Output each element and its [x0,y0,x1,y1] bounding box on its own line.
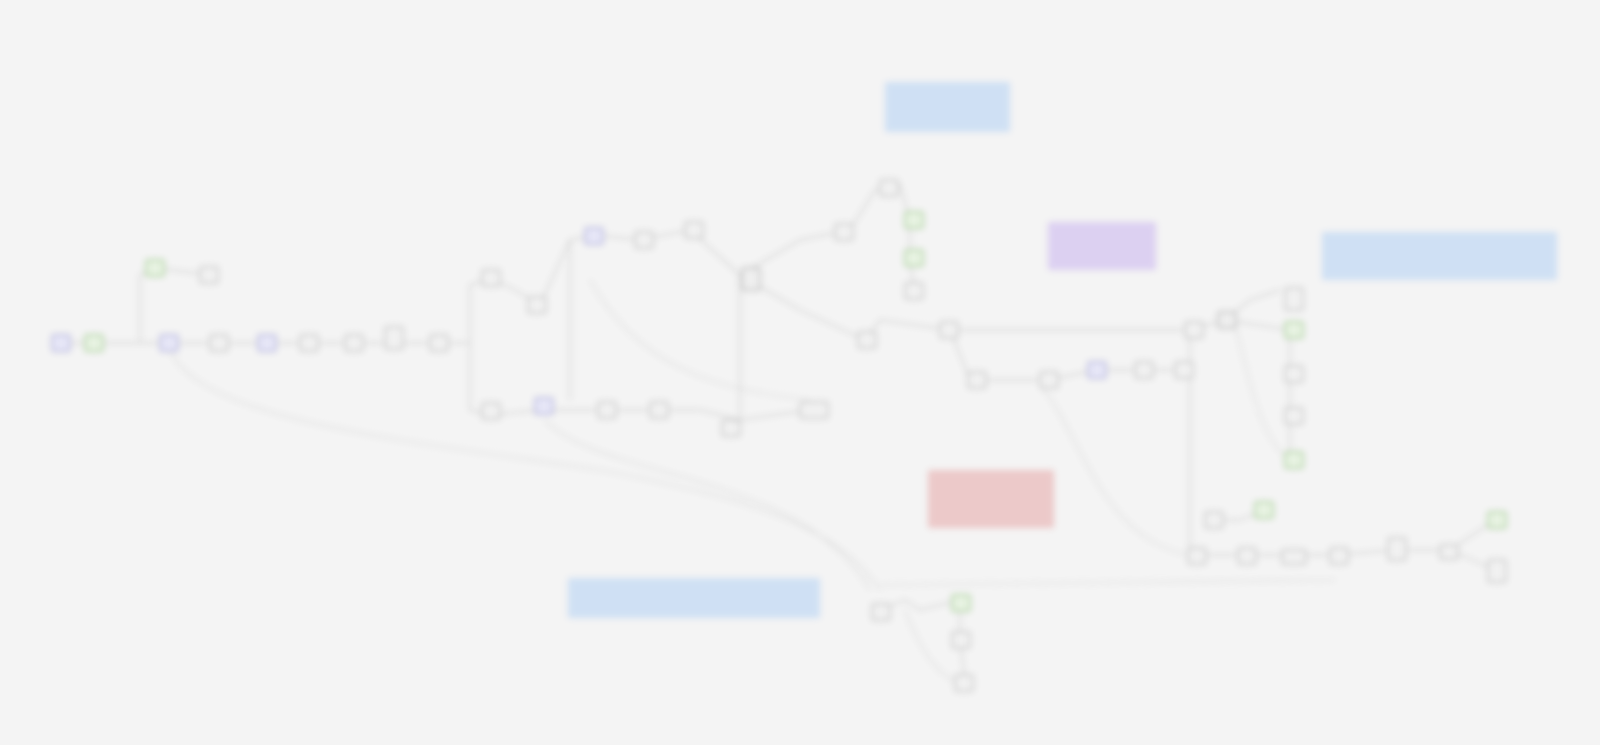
node-task[interactable] [145,259,165,277]
node-default[interactable] [1284,365,1304,383]
node-default[interactable] [1284,407,1304,425]
node-task[interactable] [84,334,104,352]
node-task[interactable] [904,249,924,267]
annotation-upper [634,148,764,150]
node-default[interactable] [597,401,617,419]
node-default[interactable] [1281,549,1307,565]
edge-upper [739,184,916,296]
node-default[interactable] [384,326,404,350]
node-default[interactable] [1284,287,1304,311]
node-default[interactable] [1174,361,1194,379]
node-service[interactable] [534,397,554,415]
node-task[interactable] [1487,511,1507,529]
note-bottom[interactable] [568,578,820,618]
node-default[interactable] [649,401,669,419]
note-purple[interactable] [1048,222,1156,270]
node-default[interactable] [481,402,501,420]
node-default[interactable] [199,266,219,284]
node-default[interactable] [1134,361,1154,379]
annotation-mid [424,188,514,190]
node-default[interactable] [1329,547,1349,565]
edge-mid-row [540,409,811,421]
edge-bottom-span [879,579,1336,586]
node-default[interactable] [799,401,829,419]
node-default[interactable] [857,331,877,349]
node-default[interactable] [967,371,987,389]
node-default[interactable] [1039,371,1059,389]
node-default[interactable] [634,231,654,249]
node-default[interactable] [721,419,741,437]
node-task[interactable] [951,594,971,612]
node-service[interactable] [51,334,71,352]
node-service[interactable] [159,334,179,352]
node-default[interactable] [429,334,449,352]
edge-curve-mid [589,279,811,401]
node-task[interactable] [904,211,924,229]
node-service[interactable] [257,334,277,352]
edge-right-curve [1039,384,1191,556]
edge-long-left [169,349,881,591]
node-default[interactable] [1387,537,1407,561]
node-default[interactable] [1487,559,1507,583]
node-default[interactable] [904,282,924,300]
edge-right-curve2 [1234,324,1291,461]
node-service[interactable] [584,227,604,245]
edge-mid-down [469,343,541,416]
node-default[interactable] [481,269,501,287]
node-default[interactable] [1204,511,1224,529]
node-default[interactable] [1187,547,1207,565]
node-default[interactable] [684,221,704,239]
note-top[interactable] [885,82,1010,132]
note-red[interactable] [928,470,1054,528]
node-default[interactable] [1439,544,1459,560]
node-task[interactable] [1284,451,1304,469]
annotation-left [112,185,277,187]
node-default[interactable] [951,631,971,649]
node-default[interactable] [299,334,319,352]
node-default[interactable] [871,603,891,621]
node-default[interactable] [834,223,854,241]
note-right[interactable] [1322,232,1557,280]
node-default[interactable] [939,321,959,339]
node-default[interactable] [1184,321,1204,339]
edge-right-col [1224,319,1291,460]
node-service[interactable] [1087,361,1107,379]
node-gateway[interactable] [1217,311,1237,329]
node-default[interactable] [879,179,899,197]
node-default[interactable] [1237,547,1257,565]
node-default[interactable] [954,674,974,692]
node-default[interactable] [344,334,364,352]
edge-curve-down [544,419,871,591]
node-task[interactable] [1254,501,1274,519]
node-gateway[interactable] [741,267,761,291]
node-default[interactable] [527,296,547,314]
node-task[interactable] [1284,321,1304,339]
node-default[interactable] [209,334,229,352]
